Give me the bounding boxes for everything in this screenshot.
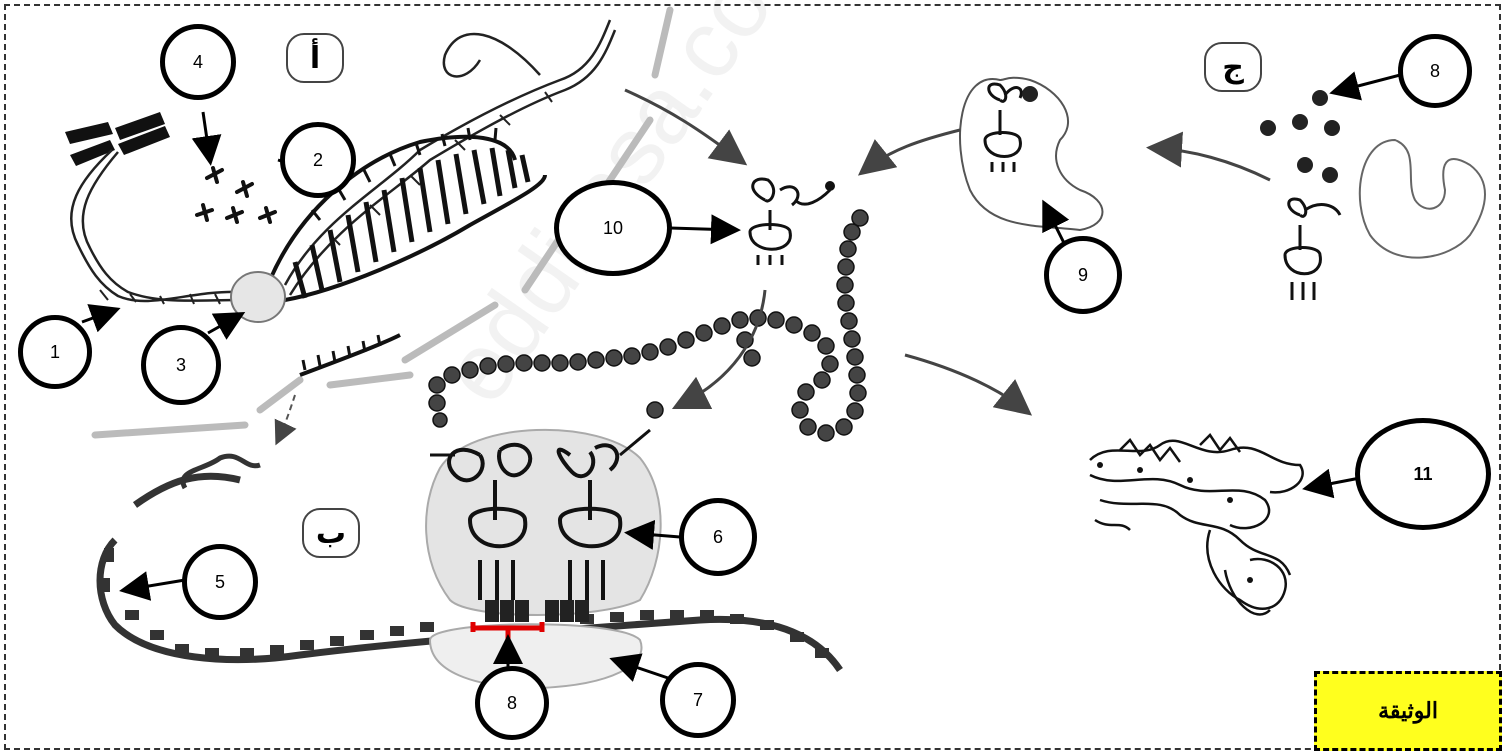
document-label: الوثيقة (1314, 671, 1502, 751)
document-frame (4, 4, 1501, 750)
